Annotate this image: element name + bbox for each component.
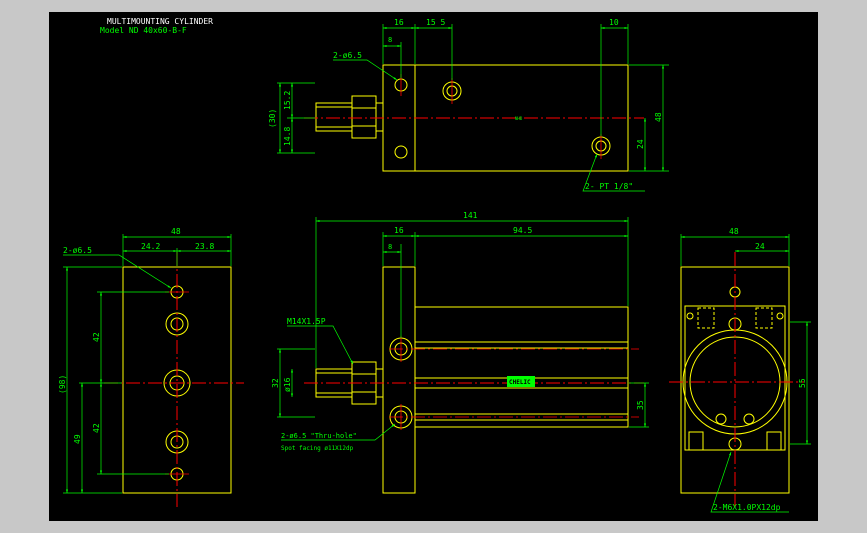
top-nut (351, 95, 377, 139)
svg-text:94.5: 94.5 (513, 226, 532, 235)
svg-text:CHELIC: CHELIC (509, 379, 531, 386)
left-view: 48 24.2 23.8 (98) 49 42 42 2-ø6.5 (58, 227, 244, 507)
top-center-mark: NHD (515, 116, 523, 121)
svg-text:24: 24 (755, 242, 765, 251)
svg-text:14.8: 14.8 (283, 127, 292, 146)
top-port-label: 2- PT 1/8" (585, 182, 633, 191)
svg-text:35: 35 (636, 400, 645, 410)
front-body (414, 306, 629, 428)
svg-text:16: 16 (394, 226, 404, 235)
left-hole-label: 2-ø6.5 (63, 246, 92, 255)
svg-text:ø16: ø16 (283, 377, 292, 392)
svg-text:48: 48 (729, 227, 739, 236)
svg-text:8: 8 (388, 36, 392, 44)
svg-text:8: 8 (388, 243, 392, 251)
front-view: CHELIC 141 16 94.5 8 32 ø16 35 M14X1.5P … (271, 211, 649, 494)
svg-text:16: 16 (394, 18, 404, 27)
front-thread-label: M14X1.5P (287, 317, 326, 326)
top-view: NHD 16 15 5 8 10 (30) 15.2 14.8 48 24 (268, 18, 669, 192)
svg-text:(30): (30) (268, 109, 277, 128)
front-spot-label: Spot facing ø11X12dp (281, 445, 354, 452)
svg-text:15.2: 15.2 (283, 91, 292, 110)
svg-text:15 5: 15 5 (426, 18, 445, 27)
right-body (680, 266, 790, 494)
svg-text:24: 24 (636, 139, 645, 149)
svg-text:48: 48 (171, 227, 181, 236)
right-thread-label: 2-M6X1.0PX12dp (713, 503, 781, 512)
top-hole-2 (394, 145, 408, 159)
svg-text:42: 42 (92, 423, 101, 433)
cad-drawing: MULTIMOUNTING CYLINDER Model ND 40x60-B-… (58, 17, 811, 513)
svg-text:55: 55 (798, 378, 807, 388)
svg-text:(98): (98) (58, 375, 67, 394)
brand-logo (507, 376, 535, 387)
front-hole-label: 2-ø6.5 "Thru-hole" (281, 432, 357, 440)
svg-text:32: 32 (271, 378, 280, 388)
drawing-title: MULTIMOUNTING CYLINDER (107, 17, 213, 26)
svg-text:42: 42 (92, 332, 101, 342)
left-body (122, 266, 232, 494)
top-hole-label: 2-ø6.5 (333, 51, 362, 60)
svg-text:24.2: 24.2 (141, 242, 160, 251)
svg-text:48: 48 (654, 112, 663, 122)
front-flange (382, 266, 416, 494)
svg-text:49: 49 (73, 434, 82, 444)
svg-text:141: 141 (463, 211, 478, 220)
svg-text:23.8: 23.8 (195, 242, 214, 251)
svg-text:10: 10 (609, 18, 619, 27)
model-label: Model ND 40x60-B-F (100, 26, 187, 35)
drawing-canvas: MULTIMOUNTING CYLINDER Model ND 40x60-B-… (49, 12, 818, 521)
right-view: 48 24 55 2-M6X1.0PX12dp (669, 227, 811, 513)
